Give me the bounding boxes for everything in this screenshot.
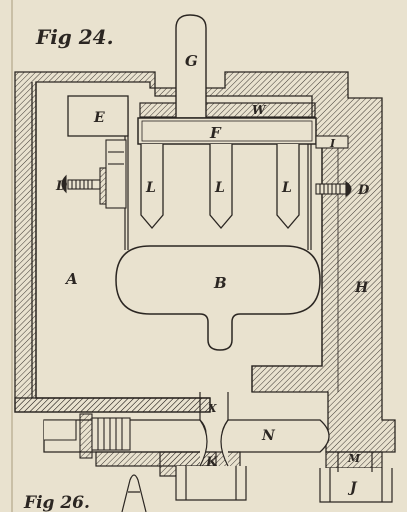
label-d-right: D [357, 183, 370, 198]
next-figure-title: Fig 26. [23, 493, 90, 512]
threaded-inlet-left [44, 413, 131, 459]
label-l-right: L [281, 180, 292, 196]
screw-d-right [315, 180, 352, 198]
label-g: G [185, 52, 198, 70]
outlet-j [319, 451, 393, 503]
label-f: F [209, 124, 222, 142]
label-l-left: L [145, 180, 156, 196]
fingers-l [140, 144, 300, 230]
bottom-left-plate [14, 397, 211, 413]
fig-26-fragment [121, 474, 147, 512]
plunger-g [175, 14, 207, 119]
label-j: J [347, 480, 358, 496]
label-a: A [64, 270, 78, 288]
label-d-left: D [55, 179, 68, 194]
label-k: K [205, 455, 218, 470]
plate-f [137, 117, 317, 145]
finger-l-left [140, 144, 164, 230]
label-l-middle: L [214, 180, 225, 196]
chamber-h-wall [251, 138, 323, 392]
outlet-k [95, 419, 247, 501]
label-h: H [354, 280, 369, 296]
finger-l-middle [209, 144, 233, 230]
passage-x [199, 392, 229, 420]
label-b: B [213, 274, 227, 292]
label-n: N [261, 428, 276, 444]
plate-f-inner [141, 120, 313, 142]
label-i: I [329, 137, 336, 150]
figure-title: Fig 24. [35, 25, 114, 49]
block-e [67, 95, 129, 137]
label-x: X [207, 402, 217, 415]
stop-i [315, 135, 349, 149]
label-w: W [252, 103, 267, 117]
block-w [139, 102, 316, 118]
finger-l-right [276, 144, 300, 230]
label-e: E [93, 110, 105, 126]
label-m: M [347, 452, 361, 465]
screw-d-left [61, 139, 127, 209]
float-b [115, 245, 321, 351]
